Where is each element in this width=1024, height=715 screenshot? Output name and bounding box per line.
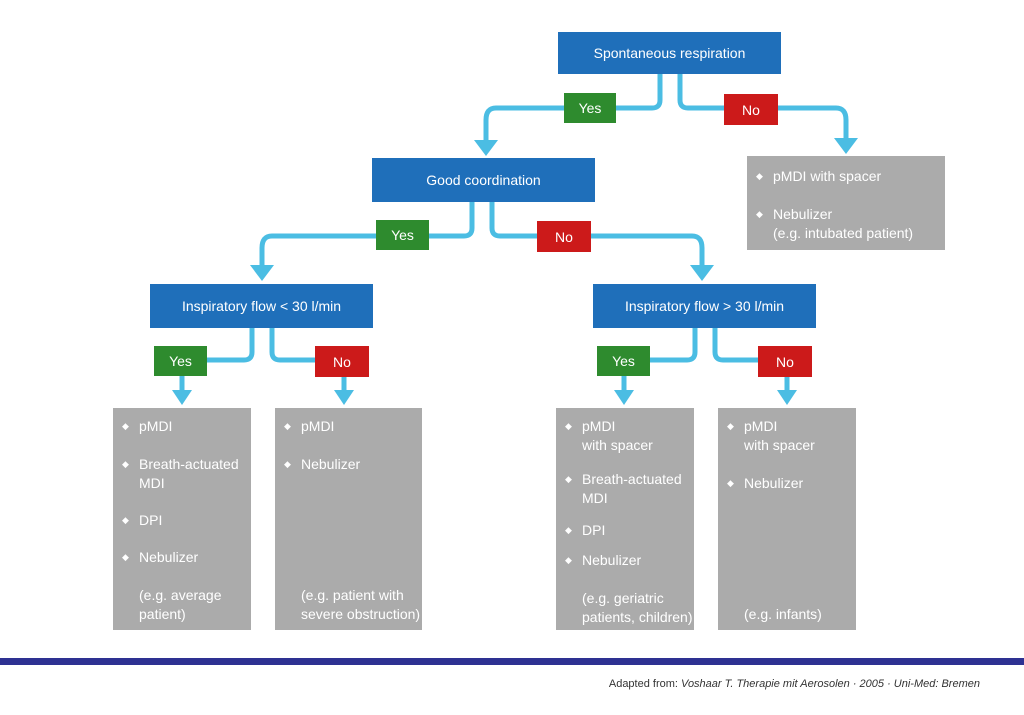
node-good-coordination: Good coordination	[372, 158, 595, 202]
device-item: Nebulizer (e.g. intubated patient)	[773, 206, 914, 241]
no-tag: No	[724, 94, 778, 125]
outcome-box-high-flow-yes: ◆ pMDI with spacer ◆ Breath-actuated MDI…	[556, 408, 694, 630]
bullet-icon: ◆	[565, 555, 572, 565]
bullet-icon: ◆	[565, 474, 572, 484]
node-inspiratory-flow-high: Inspiratory flow > 30 l/min	[593, 284, 816, 328]
device-item: pMDI	[139, 418, 173, 434]
yes-tag: Yes	[154, 346, 207, 376]
arrow-head	[690, 265, 714, 281]
device-item: pMDI with spacer	[773, 168, 882, 184]
patient-note: (e.g. infants)	[744, 606, 822, 622]
outcome-box-low-flow-no: ◆ pMDI ◆ Nebulizer (e.g. patient with se…	[275, 408, 422, 630]
patient-note: (e.g. patient with severe obstruction)	[301, 587, 421, 622]
bullet-icon: ◆	[756, 171, 763, 181]
device-item: Breath-actuated MDI	[582, 471, 682, 506]
outcome-box-no-spontaneous: ◆ pMDI with spacer ◆ Nebulizer (e.g. int…	[747, 156, 945, 250]
bullet-icon: ◆	[284, 421, 291, 431]
device-item: Nebulizer	[139, 549, 199, 565]
patient-note: (e.g. average patient)	[139, 587, 222, 622]
device-item: Breath-actuated MDI	[139, 456, 239, 491]
no-tag: No	[315, 346, 369, 377]
source-credit: Adapted from: Voshaar T. Therapie mit Ae…	[609, 678, 980, 690]
footer-rule	[0, 658, 1024, 665]
credit-source: Voshaar T. Therapie mit Aerosolen · 2005…	[681, 678, 980, 690]
yes-tag: Yes	[376, 220, 429, 250]
credit-prefix: Adapted from:	[608, 678, 682, 690]
bullet-icon: ◆	[565, 525, 572, 535]
device-item: Nebulizer	[301, 456, 361, 472]
yes-tag: Yes	[597, 346, 650, 376]
device-item: Nebulizer	[582, 552, 642, 568]
device-item: pMDI with spacer	[582, 418, 653, 453]
patient-note: (e.g. geriatric patients, children)	[582, 590, 693, 625]
bullet-icon: ◆	[122, 552, 129, 562]
bullet-icon: ◆	[284, 459, 291, 469]
arrow-head	[834, 138, 858, 154]
bullet-icon: ◆	[756, 209, 763, 219]
yes-tag: Yes	[564, 93, 616, 123]
bullet-icon: ◆	[727, 421, 734, 431]
bullet-icon: ◆	[565, 421, 572, 431]
device-item: DPI	[139, 512, 163, 528]
bullet-icon: ◆	[122, 459, 129, 469]
bullet-icon: ◆	[122, 515, 129, 525]
device-item: DPI	[582, 522, 606, 538]
node-inspiratory-flow-low: Inspiratory flow < 30 l/min	[150, 284, 373, 328]
arrow-head	[614, 390, 634, 405]
outcome-box-high-flow-no: ◆ pMDI with spacer ◆ Nebulizer (e.g. inf…	[718, 408, 856, 630]
device-item: Nebulizer	[744, 475, 804, 491]
bullet-icon: ◆	[727, 478, 734, 488]
bullet-icon: ◆	[122, 421, 129, 431]
node-spontaneous-respiration: Spontaneous respiration	[558, 32, 781, 74]
no-tag: No	[537, 221, 591, 252]
no-tag: No	[758, 346, 812, 377]
device-item: pMDI	[301, 418, 335, 434]
device-item: pMDI with spacer	[744, 418, 815, 453]
arrow-head	[777, 390, 797, 405]
arrow-head	[474, 140, 498, 156]
arrow-head	[250, 265, 274, 281]
arrow-head	[172, 390, 192, 405]
outcome-box-low-flow-yes: ◆ pMDI ◆ Breath-actuated MDI ◆ DPI ◆ Neb…	[113, 408, 251, 630]
arrow-head	[334, 390, 354, 405]
